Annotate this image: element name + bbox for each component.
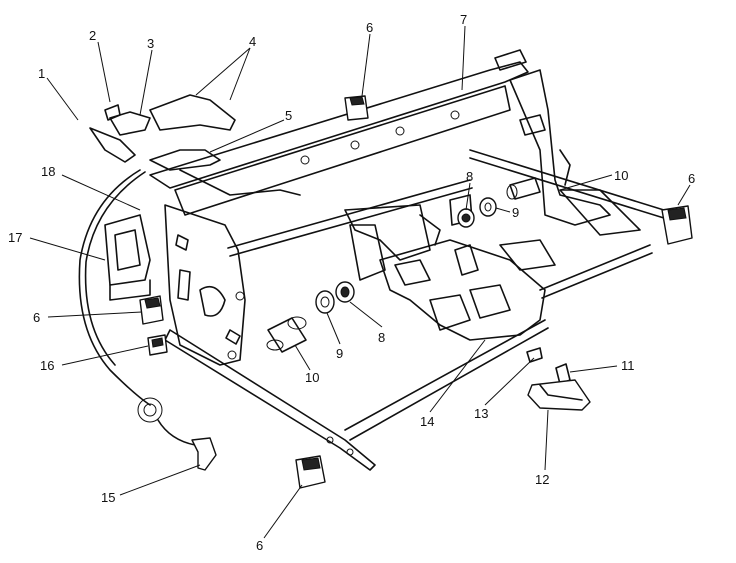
callout-10-lower: 10 <box>305 370 319 385</box>
gear-8-lower <box>335 281 355 303</box>
wire-harness <box>78 169 217 471</box>
callout-6-top: 6 <box>366 20 373 35</box>
callout-4: 4 <box>249 34 256 49</box>
lever-assembly <box>89 94 301 196</box>
callout-6-bottom: 6 <box>256 538 263 553</box>
callout-18: 18 <box>41 164 55 179</box>
callout-15: 15 <box>101 490 115 505</box>
left-side-plate <box>164 204 246 366</box>
callout-12: 12 <box>535 472 549 487</box>
callout-9-upper: 9 <box>512 205 519 220</box>
callout-7: 7 <box>460 12 467 27</box>
callout-1: 1 <box>38 66 45 81</box>
bottom-long-bar <box>164 319 549 471</box>
roller-part-10 <box>266 316 307 353</box>
callout-2: 2 <box>89 28 96 43</box>
callout-8-upper: 8 <box>466 169 473 184</box>
callout-5: 5 <box>285 108 292 123</box>
motor-bracket <box>104 214 151 301</box>
callout-8-lower: 8 <box>378 330 385 345</box>
clip-part-13 <box>526 347 543 363</box>
callout-11: 11 <box>621 358 635 373</box>
upper-rail <box>149 49 529 216</box>
block-part-6-bottom <box>295 455 326 489</box>
callout-17: 17 <box>8 230 22 245</box>
lower-long-shaft <box>227 179 653 299</box>
callout-10-upper: 10 <box>614 168 628 183</box>
right-side-bracket <box>509 69 611 226</box>
callout-6-right: 6 <box>688 171 695 186</box>
block-part-6-top <box>344 95 369 121</box>
bracket-part-12 <box>527 379 591 411</box>
carriage-assembly <box>344 194 556 341</box>
roller-part-10-upper <box>506 177 541 200</box>
callout-9-lower: 9 <box>336 346 343 361</box>
gear-8-upper <box>457 208 475 228</box>
callout-14: 14 <box>420 414 434 429</box>
washer-9-lower <box>315 290 335 314</box>
callout-6-left: 6 <box>33 310 40 325</box>
callout-13: 13 <box>474 406 488 421</box>
callout-3: 3 <box>147 36 154 51</box>
leader-lines <box>29 25 691 539</box>
part-16-block <box>147 334 168 356</box>
callout-16: 16 <box>40 358 54 373</box>
callout-labels: 1 2 3 4 5 6 6 6 6 7 8 8 9 9 10 10 11 12 … <box>8 12 695 553</box>
right-cross-shaft <box>469 149 681 236</box>
block-part-6-left <box>139 295 164 325</box>
block-part-6-right <box>661 205 693 245</box>
washer-9-upper <box>479 197 497 217</box>
